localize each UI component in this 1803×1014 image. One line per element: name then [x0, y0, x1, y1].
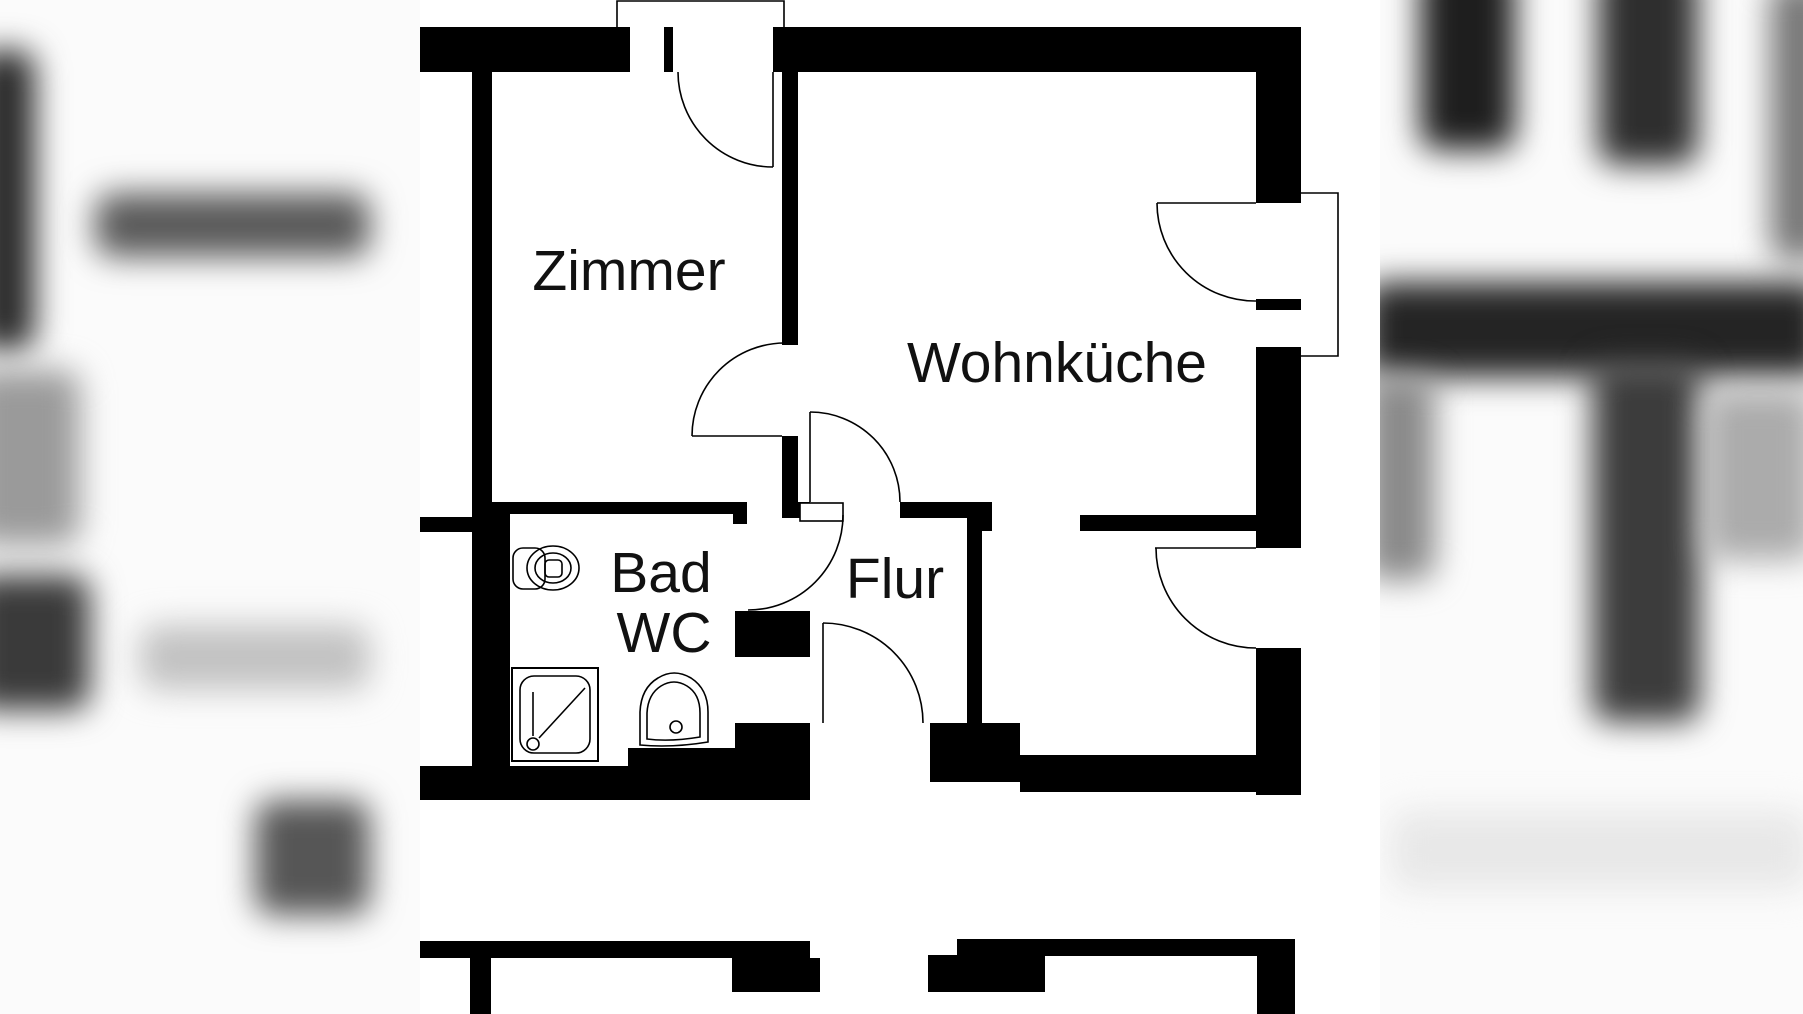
- fragment-block-left: [732, 958, 820, 992]
- right-wall-niche: [1301, 192, 1339, 357]
- room-label-bad: Bad: [610, 541, 711, 605]
- wall-partition-lower: [782, 436, 798, 502]
- door-flur-wohnkueche: [809, 411, 901, 503]
- room-label-wohnkueche: Wohnküche: [907, 331, 1207, 395]
- room-label-flur: Flur: [846, 547, 944, 611]
- blurred-background-left: [0, 0, 420, 1014]
- wall-flur-ne-corner: [967, 502, 992, 531]
- wall-left-lower: [472, 502, 510, 800]
- door-arc: [1156, 202, 1257, 302]
- wall-bad-north: [492, 502, 735, 514]
- thin-linework: [511, 0, 1339, 762]
- wall-bad-se-block: [735, 611, 810, 657]
- blurred-background-right: [1380, 0, 1803, 1014]
- top-door-niche: [616, 0, 785, 27]
- shower-icon: [511, 667, 599, 762]
- wall-bad-north-step: [733, 502, 747, 524]
- room-labels: Zimmer Wohnküche Bad WC Flur: [532, 239, 1207, 665]
- door-leaf: [799, 502, 844, 522]
- door-flur-bottom: [822, 622, 924, 724]
- toilet-icon: [512, 545, 580, 591]
- wall-flur-east: [967, 531, 982, 723]
- wall-top-right: [773, 27, 1301, 72]
- door-right-lower: [1155, 547, 1257, 649]
- fragment-wall-a: [420, 941, 810, 958]
- wall-bottom-right: [1020, 755, 1301, 792]
- fragment-block-right: [928, 955, 1045, 992]
- walls: [420, 27, 1301, 1014]
- wall-partition-upper: [782, 72, 798, 345]
- wall-bottom-step1: [628, 748, 810, 766]
- wall-neighbour-stub: [420, 517, 472, 532]
- door-arc: [691, 342, 786, 437]
- wall-right-1: [1256, 72, 1301, 203]
- fragment-wall-right: [1257, 939, 1295, 1014]
- door-zimmer-partition: [691, 342, 786, 437]
- wall-top-jamb: [664, 27, 673, 72]
- wall-bottom-left: [420, 766, 810, 800]
- door-arc: [747, 514, 844, 611]
- sink-icon: [639, 672, 709, 747]
- door-top-zimmer: [677, 71, 774, 168]
- wall-bottom-se-blob: [930, 723, 1020, 782]
- door-arc: [677, 71, 774, 168]
- fragment-stub: [470, 958, 491, 1014]
- door-right-upper: [1156, 202, 1257, 302]
- door-arc: [822, 622, 924, 724]
- room-label-zimmer: Zimmer: [532, 239, 725, 303]
- wall-left-upper: [472, 72, 492, 502]
- door-arc: [1155, 547, 1257, 649]
- door-arc: [809, 411, 901, 503]
- wall-bottom-step2: [735, 723, 810, 748]
- door-bad: [747, 502, 844, 611]
- wall-wohnkueche-south: [1080, 515, 1256, 531]
- wall-right-2: [1256, 299, 1301, 310]
- room-label-wc: WC: [617, 601, 712, 665]
- wall-right-3: [1256, 347, 1301, 548]
- fragment-wall-b: [957, 939, 1295, 956]
- wall-top-left: [420, 27, 630, 72]
